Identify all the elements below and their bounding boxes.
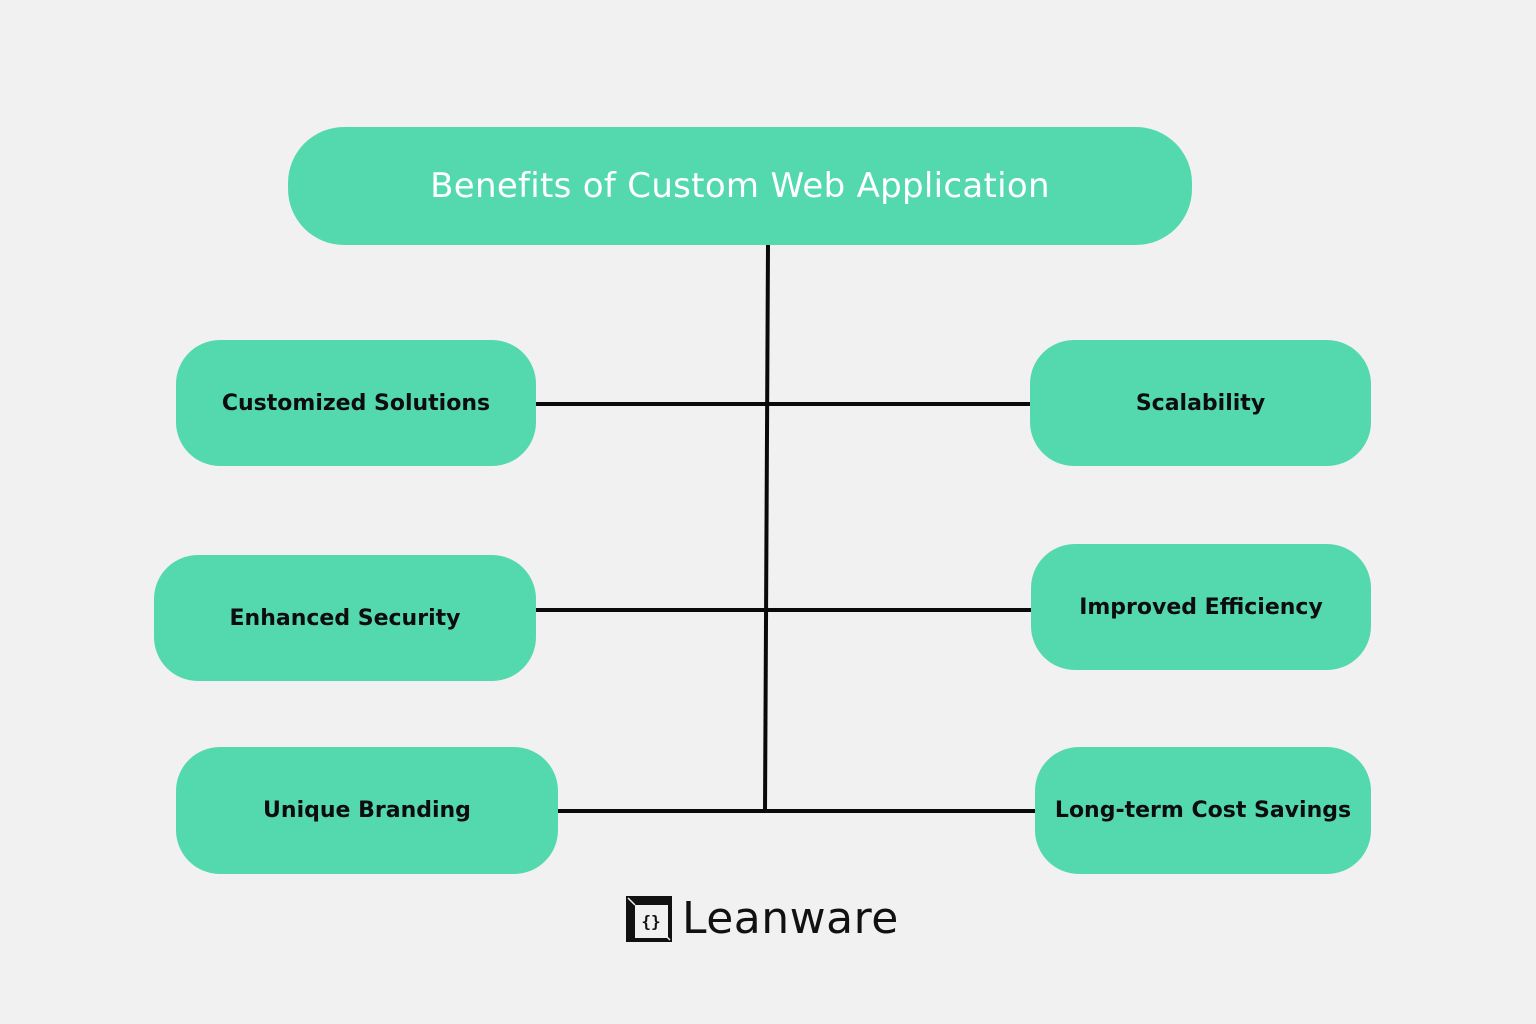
title-text: Benefits of Custom Web Application bbox=[430, 166, 1050, 206]
node-unique-branding: Unique Branding bbox=[176, 747, 558, 874]
logo-text: Leanware bbox=[682, 893, 899, 944]
node-long-term-cost-savings: Long-term Cost Savings bbox=[1035, 747, 1371, 874]
node-enhanced-security: Enhanced Security bbox=[154, 555, 536, 681]
node-customized-solutions: Customized Solutions bbox=[176, 340, 536, 466]
brackets-frame-icon: {} bbox=[626, 896, 672, 942]
node-label: Unique Branding bbox=[263, 798, 471, 823]
leanware-logo: {} Leanware bbox=[626, 896, 899, 942]
node-scalability: Scalability bbox=[1030, 340, 1371, 466]
node-label: Enhanced Security bbox=[229, 605, 461, 631]
node-label: Improved Efficiency bbox=[1079, 594, 1323, 620]
trunk-line bbox=[763, 244, 770, 812]
node-label: Customized Solutions bbox=[221, 390, 491, 416]
node-label: Long-term Cost Savings bbox=[1054, 798, 1352, 823]
svg-text:{}: {} bbox=[641, 912, 660, 931]
node-label: Scalability bbox=[1135, 390, 1266, 416]
title-node: Benefits of Custom Web Application bbox=[288, 127, 1192, 245]
node-improved-efficiency: Improved Efficiency bbox=[1031, 544, 1371, 670]
